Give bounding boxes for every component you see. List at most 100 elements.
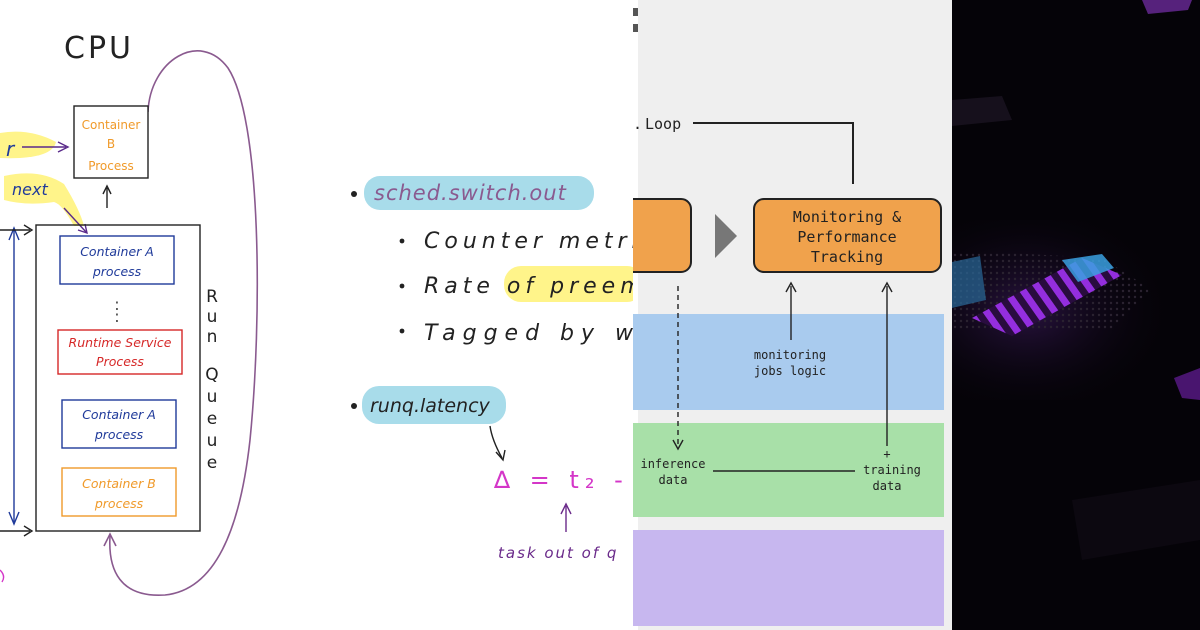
queue-item-3-line-1: Container A xyxy=(82,407,156,422)
queue-item-4-line-2: process xyxy=(94,496,144,511)
monitoring-jobs-arrowhead xyxy=(785,281,797,293)
purple-layer xyxy=(633,530,944,626)
bullet-dot-1 xyxy=(351,191,357,197)
run-queue-letter-6: u xyxy=(207,387,218,407)
loop-label: Loop xyxy=(645,115,681,133)
bullet2-text: runq.latency xyxy=(370,395,491,417)
ml-monitoring-diagram: . Loop Monitoring & Performance Tracking… xyxy=(633,0,952,630)
queue-item-4-line-1: Container B xyxy=(82,476,156,491)
next-highlight xyxy=(4,173,84,226)
reschedule-loop-arrow xyxy=(109,50,259,596)
running-box-line-2: B xyxy=(107,137,115,151)
flow-chevron xyxy=(715,214,737,258)
run-queue-letter-5: Q xyxy=(205,365,218,385)
queue-item-runtime-service xyxy=(57,329,183,375)
sub-bullet-dot-1 xyxy=(399,238,405,244)
run-queue-vertical-label: R u n Q u e u e xyxy=(205,287,218,473)
left-orange-box xyxy=(633,198,692,273)
sub-bullet-3: Tagged by who xyxy=(424,321,633,346)
cyan-highlight-1 xyxy=(1062,254,1114,282)
enqueue-arrowhead-bottom xyxy=(23,525,34,537)
dark-abstract-image xyxy=(952,0,1200,630)
run-queue-letter-7: e xyxy=(207,409,217,429)
loop-label-dot: . xyxy=(633,115,642,133)
training-line-1: + xyxy=(883,447,890,461)
run-queue-box xyxy=(35,224,201,532)
queue-length-arrowhead-bottom xyxy=(8,511,20,526)
running-process-box xyxy=(73,105,149,179)
queue-item-container-b xyxy=(61,467,177,517)
inference-arrowhead xyxy=(672,439,684,451)
queue-item-1-line-1: Container A xyxy=(80,244,154,259)
run-queue-letter-2: u xyxy=(207,307,218,327)
monitoring-box-line-3: Tracking xyxy=(811,248,883,266)
monitoring-box-line-1: Monitoring & xyxy=(793,208,901,226)
sub-bullet-2: Rate of preempt xyxy=(424,274,633,299)
abstract-image-canvas xyxy=(952,0,1200,630)
runq-arrow xyxy=(489,425,503,459)
monitoring-box xyxy=(753,198,942,273)
run-queue-letter-1: R xyxy=(206,287,218,307)
monitoring-jobs-line-1: monitoring xyxy=(754,348,826,362)
partial-pink-mark xyxy=(0,569,5,583)
running-box-line-3: Process xyxy=(88,159,134,173)
faint-shape-2 xyxy=(1072,480,1200,560)
sub-bullet-dot-3 xyxy=(399,328,405,334)
bullet2-highlight xyxy=(362,386,506,424)
loop-connector xyxy=(693,122,854,184)
bullet1-highlight xyxy=(364,176,594,210)
training-arrowhead xyxy=(881,281,893,293)
run-queue-letter-8: u xyxy=(207,431,218,451)
training-line-3: data xyxy=(873,479,902,493)
ml-diagram-canvas: . Loop Monitoring & Performance Tracking… xyxy=(633,0,944,630)
cyan-highlight-2 xyxy=(952,256,986,308)
right-purple-fragment xyxy=(1174,368,1200,400)
cpu-run-queue-sketch: CPU Container B Process r next Container… xyxy=(0,0,340,630)
edge-mark-2 xyxy=(633,24,638,32)
formula-arrowhead xyxy=(560,502,572,515)
handwritten-notes: sched.switch.out Counter metric Rate of … xyxy=(340,0,633,630)
queue-ellipsis-2: : xyxy=(114,307,119,326)
next-arrowhead xyxy=(77,223,88,235)
queue-item-2-line-2: Process xyxy=(96,354,144,369)
next-label: next xyxy=(12,180,48,199)
faint-shape-1 xyxy=(952,96,1012,126)
runq-arrowhead xyxy=(495,449,506,462)
inference-line-2: data xyxy=(659,473,688,487)
sub-bullet-1: Counter metric xyxy=(424,229,633,254)
queue-item-2-line-1: Runtime Service xyxy=(69,335,172,350)
bullet-dot-2 xyxy=(351,403,357,409)
top-purple-fragment xyxy=(1142,0,1192,14)
run-queue-letter-9: e xyxy=(207,453,217,473)
formula-footnote: task out of q xyxy=(498,544,618,562)
inference-line-1: inference xyxy=(640,457,705,471)
green-layer xyxy=(633,423,944,517)
training-line-2: training xyxy=(863,463,921,477)
loop-arrowhead xyxy=(103,532,117,547)
bullet1-text: sched.switch.out xyxy=(374,181,567,205)
queue-item-1-line-2: process xyxy=(92,264,142,279)
cpu-sketch-canvas: CPU Container B Process r next Container… xyxy=(0,31,259,596)
blue-layer xyxy=(633,314,944,410)
formula: ∆ = t₂ - t xyxy=(493,466,633,494)
queue-item-container-a-1 xyxy=(59,235,175,285)
queue-ellipsis: : xyxy=(114,295,119,314)
queue-item-3-line-2: process xyxy=(94,427,144,442)
queue-item-container-a-2 xyxy=(61,399,177,449)
dispatch-arrowhead xyxy=(102,184,112,195)
queue-length-arrowhead-top xyxy=(8,226,20,241)
running-box-line-1: Container xyxy=(82,118,141,132)
monitoring-jobs-line-2: jobs logic xyxy=(754,364,826,378)
next-arrow xyxy=(63,207,87,233)
partial-label-arrowhead xyxy=(57,141,70,153)
edge-mark-1 xyxy=(633,8,638,16)
partial-label-highlight xyxy=(0,131,56,159)
enqueue-arrowhead-top xyxy=(23,224,34,236)
sub-bullet-2-highlight xyxy=(504,266,633,302)
monitoring-box-line-2: Performance xyxy=(797,228,896,246)
partial-label: r xyxy=(6,137,16,161)
cpu-title: CPU xyxy=(64,31,134,66)
notes-canvas: sched.switch.out Counter metric Rate of … xyxy=(351,176,633,562)
sub-bullet-dot-2 xyxy=(399,283,405,289)
run-queue-letter-3: n xyxy=(207,327,218,347)
